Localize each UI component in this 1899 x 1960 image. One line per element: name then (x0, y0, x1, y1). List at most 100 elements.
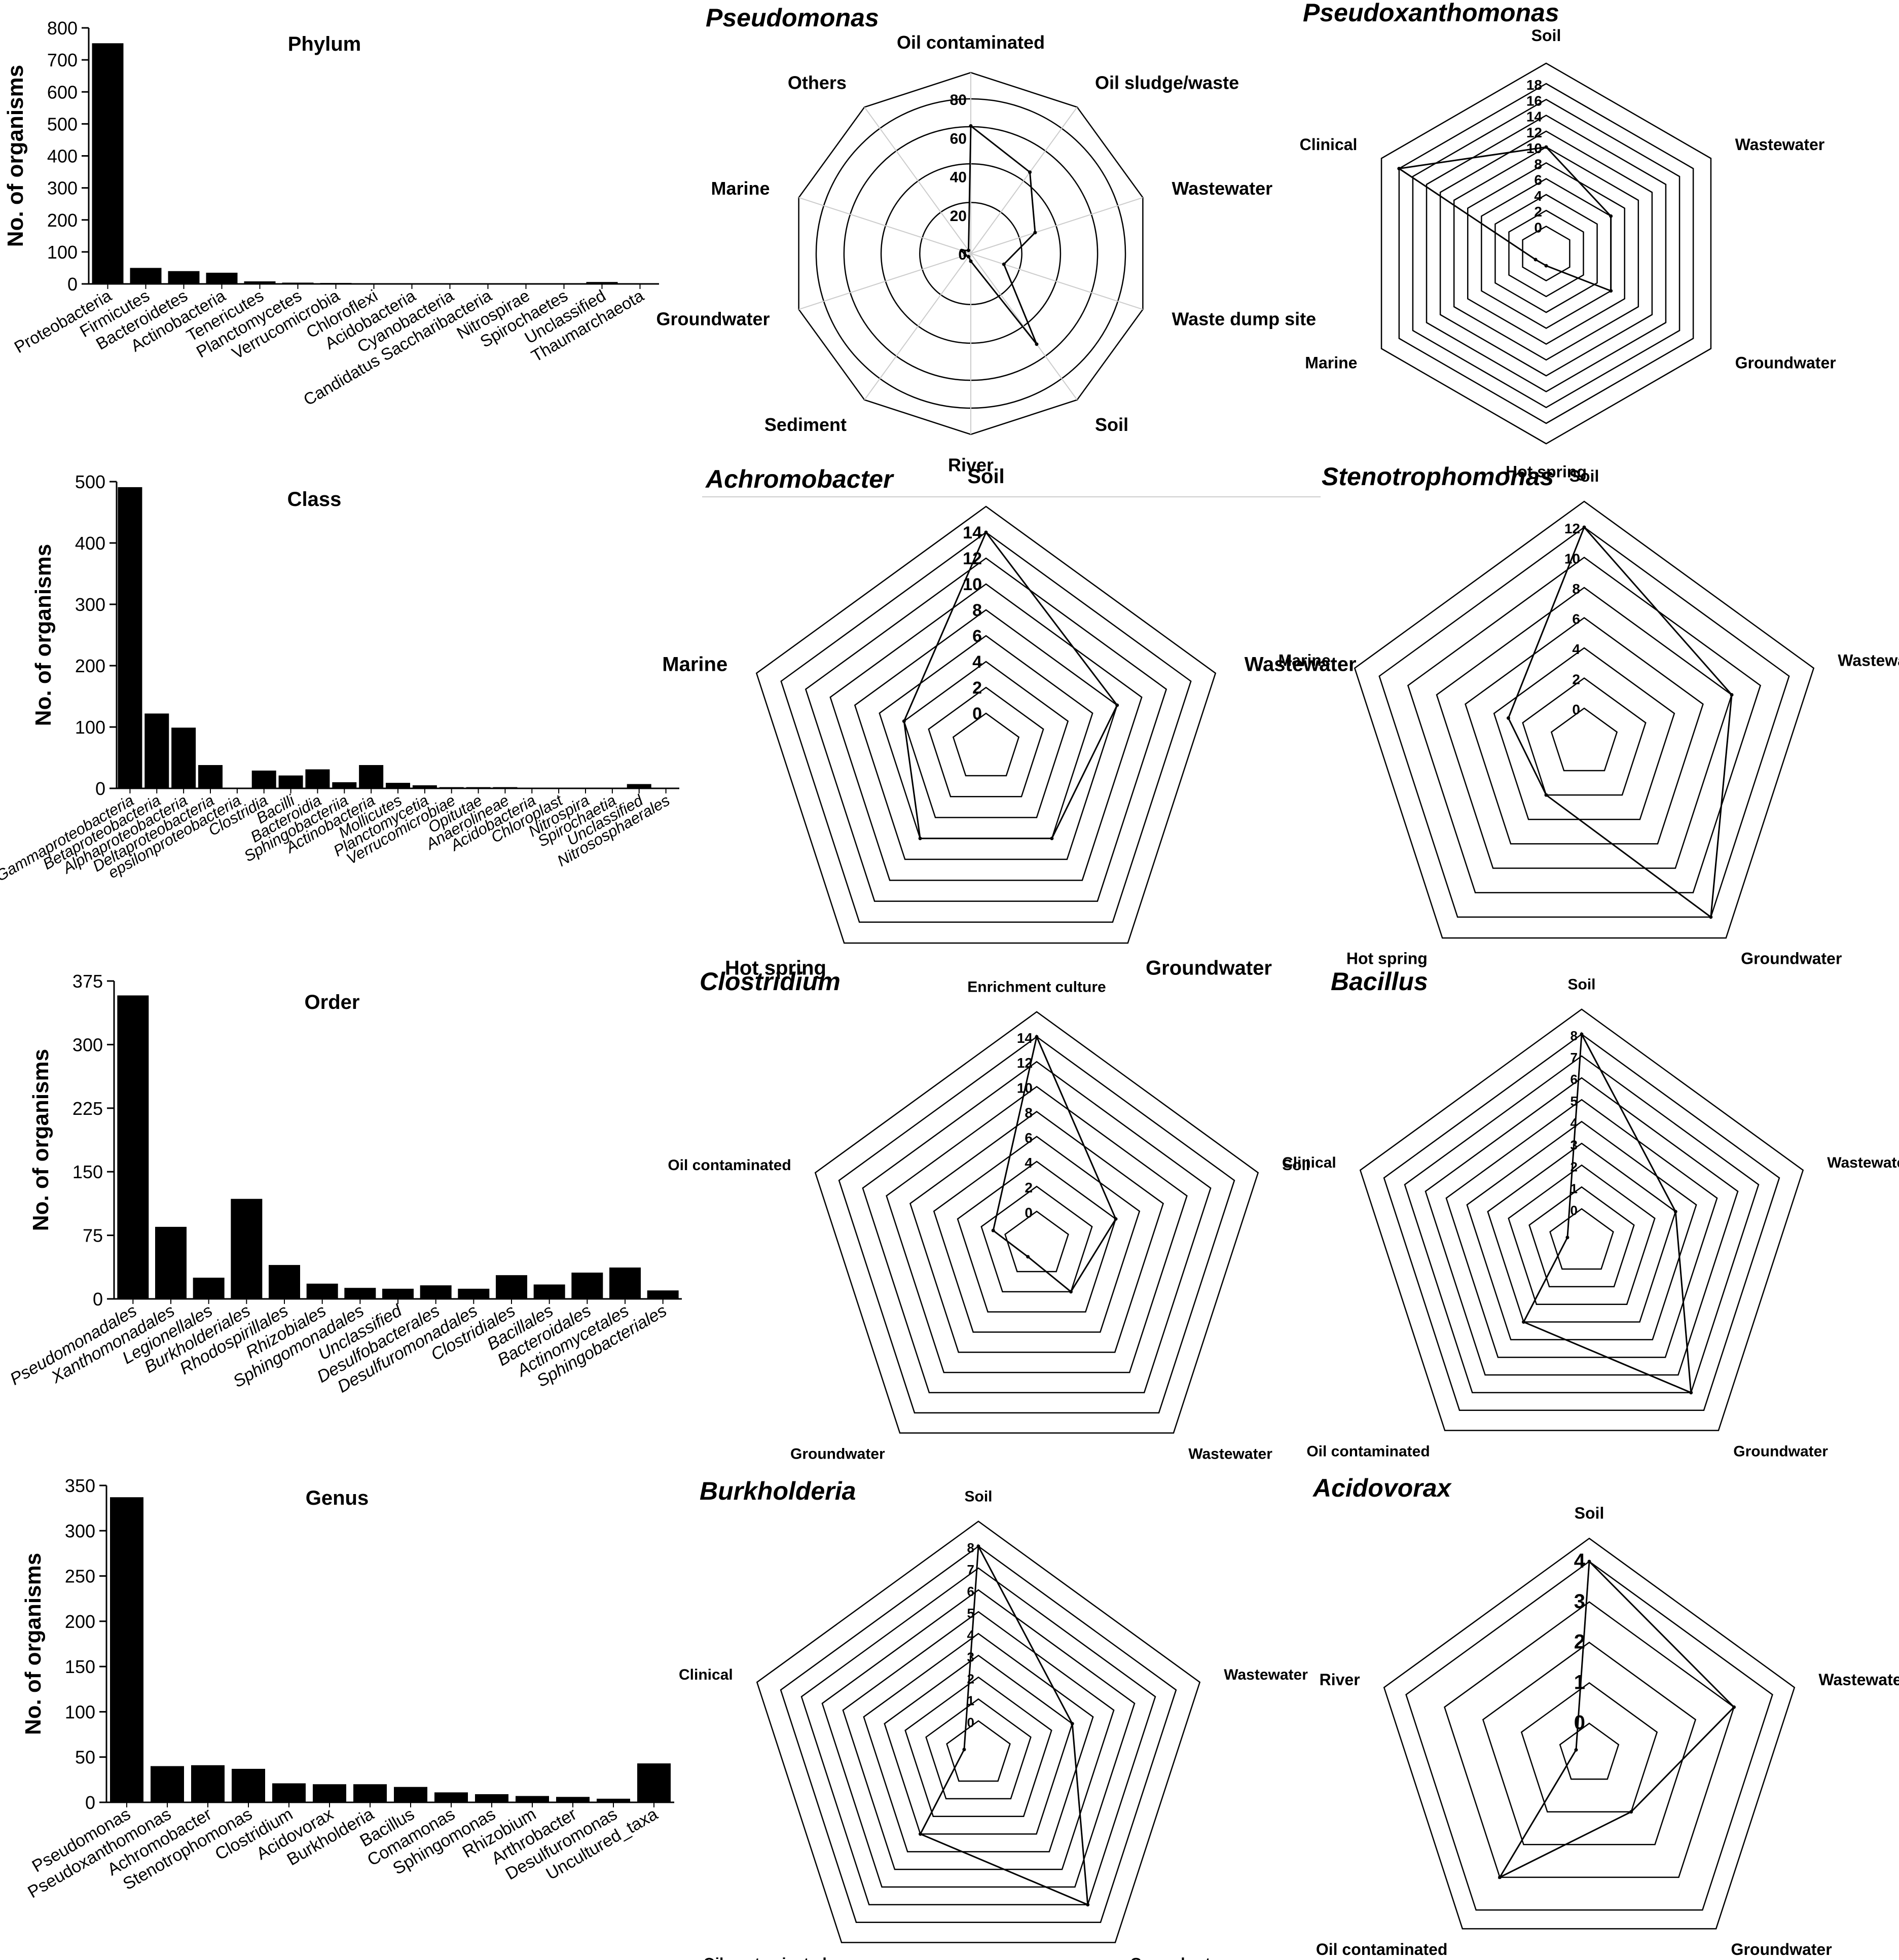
axis-label: Soil (1575, 1504, 1604, 1522)
y-tick-label: 75 (83, 1225, 103, 1246)
grid-ring (1487, 1142, 1676, 1323)
y-tick-label: 225 (72, 1098, 103, 1119)
data-point (1050, 837, 1054, 841)
bar (434, 1792, 468, 1802)
data-point (1732, 1705, 1736, 1709)
grid-outer (1380, 62, 1712, 445)
bar (510, 283, 542, 284)
radar-chart-pseudoxanthomonas: Pseudoxanthomonas024681012141618SoilWast… (1300, 0, 1836, 481)
axis-label: Groundwater (1146, 957, 1272, 979)
bar (110, 1497, 143, 1802)
axis-label: Wastewater (1188, 1445, 1272, 1462)
radial-tick-label: 80 (950, 92, 967, 108)
data-point (1565, 1236, 1569, 1240)
radial-tick-label: 4 (972, 652, 982, 672)
axis-label: Oil contaminated (668, 1157, 791, 1174)
y-tick-label: 300 (65, 1520, 95, 1541)
axis-label: Groundwater (790, 1445, 885, 1462)
axis-label: Oil contaminated (1316, 1940, 1448, 1958)
bar (155, 1226, 187, 1299)
grid-outer (756, 1520, 1201, 1943)
radial-tick-label: 18 (1526, 77, 1542, 93)
grid-ring (933, 1136, 1141, 1333)
bar (434, 283, 466, 284)
y-axis-label: No. of organisms (31, 544, 56, 726)
bar (359, 765, 384, 788)
grid-ring (1482, 1642, 1697, 1845)
chart-title: Burkholderia (700, 1477, 856, 1505)
radial-tick-label: 0 (1571, 1203, 1578, 1218)
bar (394, 1787, 427, 1802)
grid-ring (838, 1036, 1235, 1413)
axis-label: Groundwater (1741, 950, 1842, 968)
grid-ring (1444, 1601, 1735, 1878)
radial-tick-label: 14 (963, 523, 982, 542)
data-point (1498, 1875, 1502, 1879)
y-tick-label: 500 (47, 114, 78, 134)
radial-tick-label: 1 (967, 1693, 974, 1708)
radial-tick-label: 14 (1017, 1030, 1033, 1046)
bar (382, 1288, 414, 1299)
bar (420, 1285, 452, 1299)
bar (313, 1784, 346, 1802)
radial-tick-label: 6 (967, 1584, 974, 1599)
radial-tick-label: 8 (1534, 156, 1542, 172)
bar (306, 1283, 338, 1299)
bar (475, 1794, 508, 1802)
grid-ring (1405, 1560, 1773, 1911)
axis-spoke (798, 197, 971, 254)
radial-tick-label: 8 (967, 1540, 974, 1555)
radial-tick-label: 12 (1526, 125, 1542, 140)
y-tick-label: 375 (72, 971, 103, 992)
radial-tick-label: 4 (1574, 1550, 1586, 1572)
data-point (1069, 1290, 1073, 1294)
y-tick-label: 50 (75, 1747, 95, 1768)
bar (516, 1796, 549, 1802)
grid-ring (1528, 1186, 1635, 1288)
bar (637, 1763, 671, 1802)
bar (597, 1798, 630, 1802)
radial-tick-label: 5 (1571, 1094, 1578, 1109)
grid-ring (1404, 1055, 1760, 1394)
axis-label: Marine (1305, 353, 1357, 372)
radar-chart-bacillus: Bacillus012345678SoilWastewaterGroundwat… (1282, 967, 1899, 1460)
axis-label: Groundwater (1130, 1955, 1225, 1960)
bar (191, 1765, 225, 1802)
grid-ring (854, 609, 1118, 860)
axis-label: Hot spring (725, 957, 826, 979)
y-tick-label: 300 (47, 178, 78, 199)
y-tick-label: 100 (75, 717, 105, 738)
bar (305, 769, 330, 788)
y-tick-label: 250 (65, 1566, 95, 1587)
radial-tick-label: 60 (950, 130, 967, 147)
data-point (918, 837, 922, 841)
radial-tick-label: 6 (1571, 1072, 1578, 1087)
grid-ring (1412, 98, 1681, 409)
radial-tick-label: 4 (1025, 1155, 1033, 1171)
axis-label: Soil (967, 465, 1004, 488)
y-axis-label: No. of organisms (28, 1049, 53, 1231)
y-tick-label: 200 (47, 210, 78, 231)
axis-label: Wastewater (1172, 178, 1272, 199)
axis-label: Oil contaminated (1306, 1443, 1430, 1460)
data-point (1587, 1559, 1591, 1564)
radial-tick-label: 14 (1526, 109, 1543, 125)
radial-tick-label: 0 (1534, 220, 1542, 235)
y-tick-label: 0 (85, 1792, 95, 1813)
bar (151, 1766, 184, 1802)
data-point (902, 719, 906, 723)
grid-ring (805, 557, 1167, 902)
bar (396, 283, 428, 284)
bar (609, 1267, 641, 1299)
radial-tick-label: 12 (1564, 521, 1580, 536)
radial-tick-label: 7 (1571, 1050, 1578, 1065)
y-tick-label: 300 (72, 1034, 103, 1055)
data-point (1580, 1032, 1584, 1036)
axis-spoke (970, 106, 1078, 254)
bar (344, 1288, 376, 1299)
bar (232, 1768, 265, 1802)
axis-label: Waste dump site (1172, 308, 1316, 329)
data-series (1507, 526, 1733, 919)
grid-ring (1426, 115, 1667, 392)
